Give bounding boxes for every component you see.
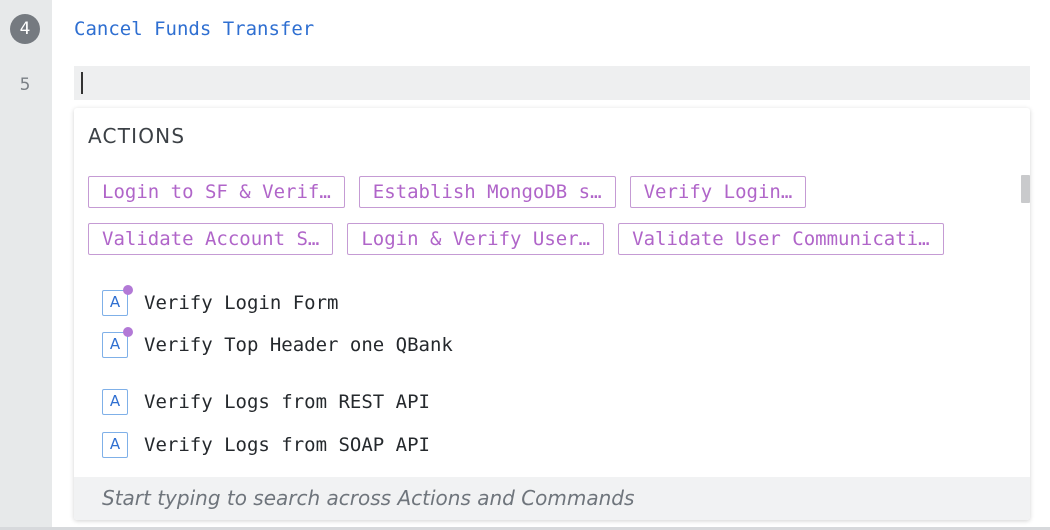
action-chip[interactable]: Establish MongoDB s…	[358, 176, 616, 208]
list-item-label: Verify Logs from REST API	[144, 391, 430, 413]
list-item[interactable]: A Verify Login Form	[102, 285, 339, 318]
action-chip[interactable]: Validate User Communicati…	[618, 223, 944, 255]
editor-bottom-border	[0, 527, 1050, 530]
status-dot-icon	[123, 285, 133, 295]
search-hint-text: Start typing to search across Actions an…	[102, 486, 635, 510]
step-line-4-text[interactable]: Cancel Funds Transfer	[74, 18, 315, 40]
actions-section-title: ACTIONS	[88, 124, 186, 148]
action-a-icon: A	[102, 389, 128, 415]
list-item[interactable]: A Verify Logs from SOAP API	[102, 430, 430, 460]
action-chip[interactable]: Validate Account S…	[88, 223, 334, 255]
list-item[interactable]: A Verify Logs from REST API	[102, 387, 430, 417]
line-number-5: 5	[19, 75, 31, 95]
line-number-gutter: 4 5	[0, 0, 52, 527]
search-hint-footer: Start typing to search across Actions an…	[74, 477, 1030, 520]
step-line-5-input[interactable]	[74, 66, 1030, 100]
text-cursor	[81, 72, 83, 94]
list-item-label: Verify Top Header one QBank	[144, 334, 453, 356]
list-item[interactable]: A Verify Top Header one QBank	[102, 327, 453, 360]
autocomplete-dropdown: ACTIONS Login to SF & Verif… Establish M…	[74, 108, 1030, 520]
action-chip[interactable]: Login & Verify User…	[347, 223, 605, 255]
dropdown-scrollbar[interactable]	[1021, 175, 1030, 203]
action-a-icon: A	[102, 327, 133, 358]
line-number-4-badge: 4	[10, 14, 40, 44]
list-item-label: Verify Logs from SOAP API	[144, 434, 430, 456]
action-a-icon: A	[102, 432, 128, 458]
status-dot-icon	[123, 327, 133, 337]
action-chip[interactable]: Login to SF & Verif…	[88, 176, 345, 208]
action-a-icon: A	[102, 285, 133, 316]
list-item-label: Verify Login Form	[144, 292, 339, 314]
action-chip[interactable]: Verify Login…	[629, 176, 807, 208]
chip-row-1: Login to SF & Verif… Establish MongoDB s…	[88, 176, 1010, 208]
recent-actions-chips: Login to SF & Verif… Establish MongoDB s…	[88, 176, 1010, 270]
chip-row-2: Validate Account S… Login & Verify User……	[88, 223, 1010, 255]
